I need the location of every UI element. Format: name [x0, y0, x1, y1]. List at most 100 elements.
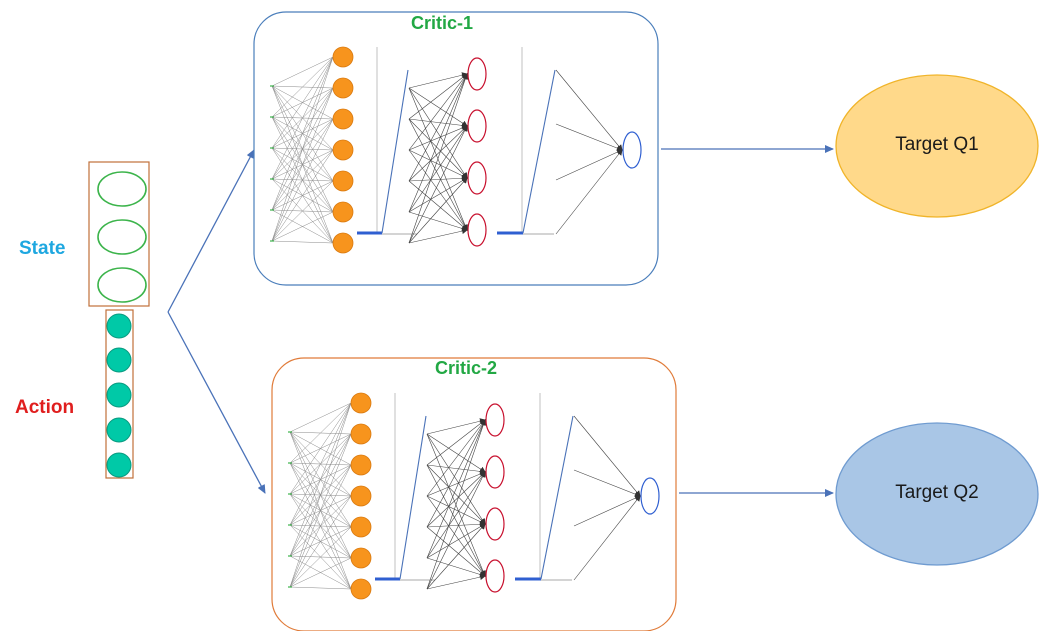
edge-hidden1-hidden2 — [426, 471, 486, 497]
edge-input-hidden1 — [289, 433, 352, 588]
edge-input-hidden1 — [271, 56, 334, 211]
edge-hidden1-hidden2 — [408, 73, 468, 182]
action-node — [106, 452, 132, 478]
edge-input-hidden1 — [289, 526, 352, 588]
edge-hidden1-hidden2 — [408, 228, 468, 244]
edge-hidden1-hidden2 — [408, 118, 468, 129]
edge-input-hidden1 — [289, 402, 352, 433]
state-input-group — [88, 161, 150, 307]
edge-input-hidden1 — [271, 56, 334, 242]
edge-input-hidden1 — [271, 56, 334, 180]
edge-hidden1-hidden2 — [408, 118, 468, 179]
edge-input-hidden1 — [289, 464, 352, 588]
target-q2-ellipse — [835, 422, 1039, 566]
edge-hidden1-hidden2 — [426, 495, 486, 525]
critic-2-title: Critic-2 — [434, 358, 497, 378]
hidden1-node — [350, 454, 372, 476]
edge-input-hidden1 — [289, 586, 352, 590]
edge-hidden1-hidden2 — [426, 433, 486, 525]
hidden2-node — [485, 559, 505, 593]
action-node — [106, 347, 132, 373]
action-node — [106, 313, 132, 339]
action-node — [106, 417, 132, 443]
edge-hidden1-hidden2 — [408, 177, 468, 244]
edge-hidden1-hidden2 — [408, 87, 468, 127]
edge-input-hidden1 — [289, 402, 352, 588]
edge-hidden1-hidden2 — [408, 125, 468, 244]
hidden2-node — [485, 507, 505, 541]
state-node — [97, 267, 147, 303]
edge-input-hidden1 — [271, 56, 334, 87]
hidden1-node — [350, 392, 372, 414]
edge-input-hidden1 — [271, 56, 334, 118]
state-node — [97, 219, 147, 255]
edge-hidden1-hidden2 — [426, 433, 486, 473]
activation-plot-2-ramp — [540, 415, 574, 580]
hidden1-node — [332, 77, 354, 99]
action-node — [106, 382, 132, 408]
hidden1-node — [332, 108, 354, 130]
edge-hidden1-hidden2 — [426, 419, 486, 528]
edge-hidden1-hidden2 — [408, 73, 468, 213]
edge-hidden1-hidden2 — [408, 73, 468, 120]
output-node — [640, 477, 660, 515]
edge-input-hidden1 — [271, 211, 334, 242]
edge-hidden1-hidden2 — [426, 523, 486, 590]
edge-hidden1-hidden2 — [408, 87, 468, 179]
edge-input-hidden1 — [271, 149, 334, 242]
edge-hidden1-hidden2 — [408, 175, 468, 182]
edge-hidden1-hidden2 — [426, 574, 486, 590]
hidden1-node — [350, 423, 372, 445]
hidden1-node — [332, 170, 354, 192]
hidden1-node — [350, 485, 372, 507]
edge-hidden1-hidden2 — [426, 523, 486, 559]
edge-hidden1-hidden2 — [426, 418, 486, 435]
edge-input-hidden1 — [289, 557, 352, 588]
edge-hidden2-output — [555, 149, 623, 235]
state-node — [97, 171, 147, 207]
edge-input-hidden1 — [271, 180, 334, 242]
edge-hidden1-hidden2 — [408, 177, 468, 213]
edge-input-hidden1 — [271, 56, 334, 149]
state-label: State — [19, 238, 66, 259]
edge-input-hidden1 — [289, 495, 352, 588]
edge-hidden1-hidden2 — [426, 419, 486, 559]
edge-input-hidden1 — [289, 402, 352, 495]
edge-hidden1-hidden2 — [426, 521, 486, 528]
hidden2-node — [467, 161, 487, 195]
critic-1-network — [270, 46, 642, 254]
target-q2-label: Target Q2 — [895, 482, 979, 503]
activation-plot-2-ramp — [522, 69, 556, 234]
hidden2-node — [485, 403, 505, 437]
hidden1-node — [350, 516, 372, 538]
hidden1-node — [332, 232, 354, 254]
edge-hidden2-output — [555, 149, 623, 181]
hidden1-node — [332, 201, 354, 223]
critic-1-title: Critic-1 — [410, 13, 473, 33]
edge-hidden1-hidden2 — [426, 464, 486, 475]
target-q1-label: Target Q1 — [895, 134, 979, 155]
action-label: Action — [15, 397, 75, 418]
hidden2-node — [467, 57, 487, 91]
edge-hidden2-output — [573, 495, 641, 581]
edge-hidden1-hidden2 — [426, 471, 486, 590]
edge-input-hidden1 — [289, 402, 352, 464]
edge-hidden2-output — [573, 495, 641, 527]
hidden2-node — [485, 455, 505, 489]
hidden1-node — [350, 547, 372, 569]
hidden2-node — [467, 109, 487, 143]
critic-2-network — [288, 392, 660, 600]
edge-input-hidden1 — [271, 118, 334, 242]
edge-hidden2-output — [555, 123, 623, 151]
edge-input-hidden1 — [289, 402, 352, 526]
edge-hidden1-hidden2 — [408, 125, 468, 182]
edge-hidden1-hidden2 — [408, 73, 469, 244]
hidden1-node — [332, 46, 354, 68]
activation-plot-1-ramp — [381, 69, 409, 234]
branch-arrows — [167, 149, 266, 494]
output-node — [622, 131, 642, 169]
edge-hidden1-hidden2 — [426, 419, 487, 590]
edge-input-hidden1 — [289, 402, 352, 557]
edge-hidden1-hidden2 — [426, 471, 486, 559]
